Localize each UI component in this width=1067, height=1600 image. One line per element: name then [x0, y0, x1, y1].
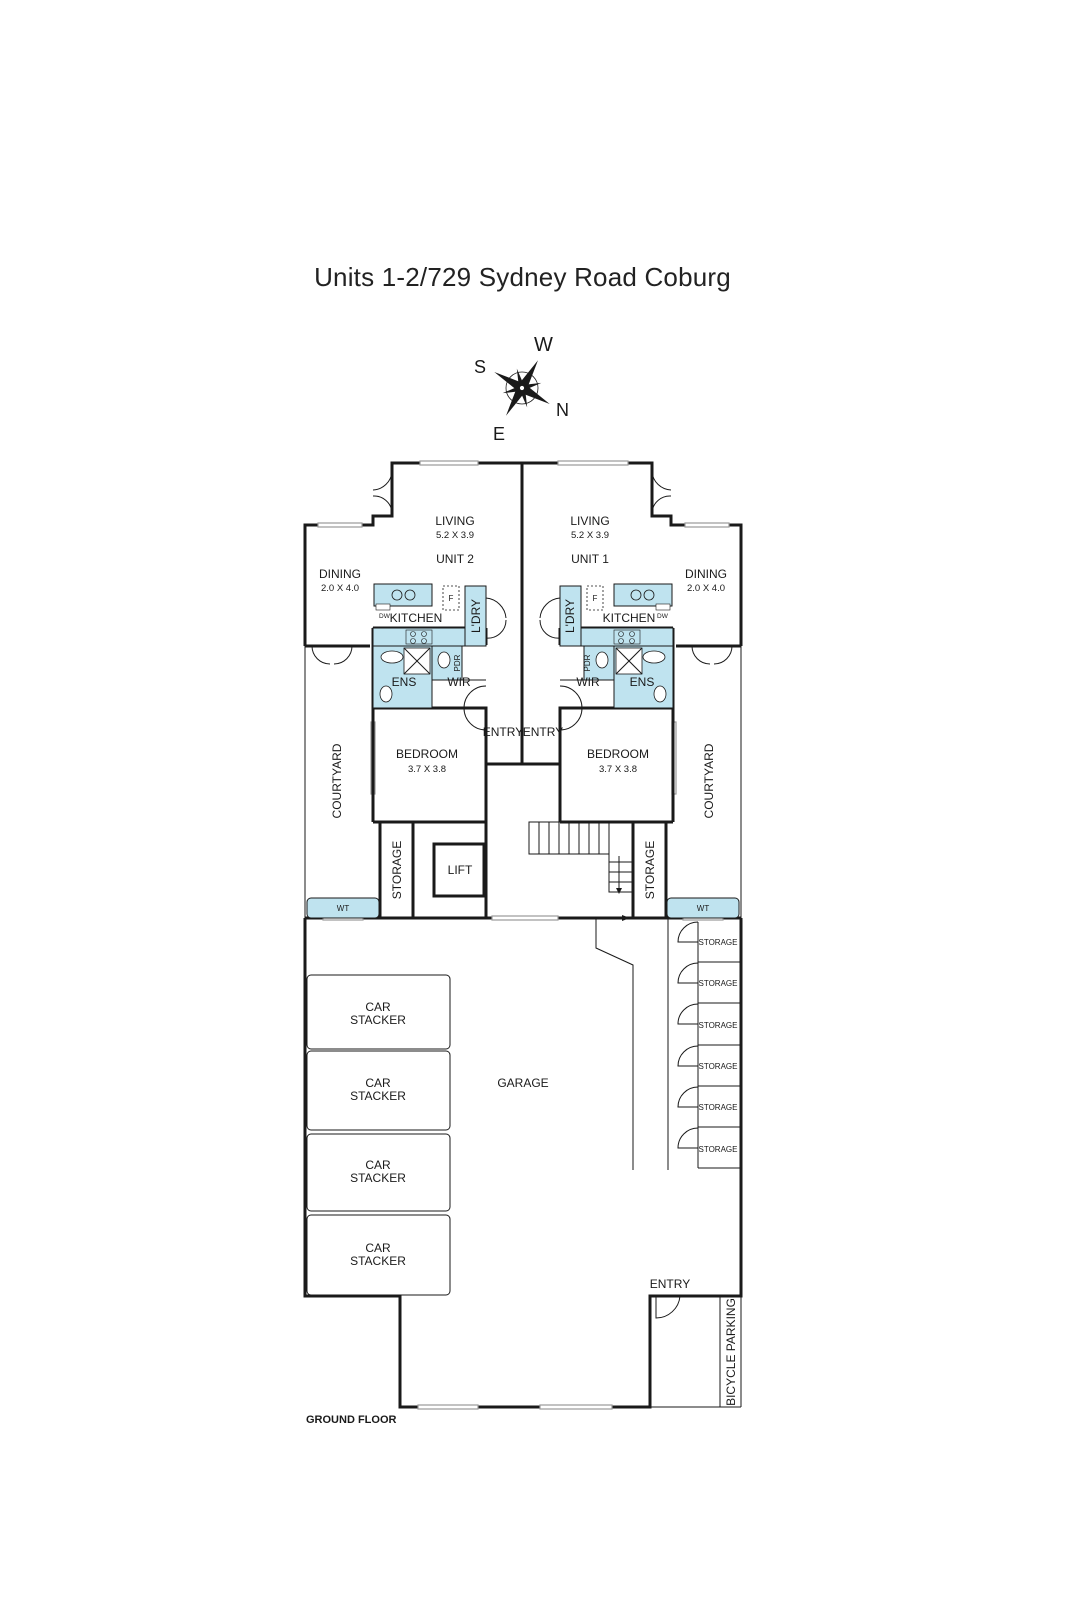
unit1-kitchen-label: KITCHEN	[603, 611, 656, 625]
unit1-living-dim: 5.2 X 3.9	[571, 530, 609, 541]
compass-rose-icon	[494, 360, 550, 416]
unit2-dining-dim: 2.0 X 4.0	[321, 583, 359, 594]
car-stacker-2-line1: CAR	[365, 1076, 391, 1090]
unit-2	[305, 583, 522, 918]
lift-label: LIFT	[448, 863, 473, 877]
water-tank-left	[306, 897, 380, 919]
car-stacker-3-line1: CAR	[365, 1158, 391, 1172]
unit2-bedroom-dim: 3.7 X 3.8	[408, 764, 446, 775]
storage-cage-3-label: STORAGE	[699, 1021, 738, 1030]
unit1-courtyard-label: COURTYARD	[702, 743, 716, 818]
unit1-laundry-label: L'DRY	[563, 599, 577, 633]
compass-n: N	[556, 400, 569, 420]
unit1-living-label: LIVING	[570, 514, 609, 528]
unit2-courtyard-label: COURTYARD	[330, 743, 344, 818]
garage-entry-label: ENTRY	[650, 1277, 690, 1291]
living-doors	[311, 471, 733, 665]
storage-cage-5-label: STORAGE	[699, 1103, 738, 1112]
compass-e: E	[493, 424, 505, 444]
storage-cage-4-label: STORAGE	[699, 1062, 738, 1071]
unit2-fridge-label: F	[449, 594, 454, 603]
storage-cages	[677, 921, 741, 1169]
unit1-pdr-label: PDR	[583, 654, 592, 671]
unit2-ens-label: ENS	[392, 675, 417, 689]
unit1-wir-label: WIR	[576, 675, 600, 689]
unit2-kitchen-label: KITCHEN	[390, 611, 443, 625]
unit1-bedroom-dim: 3.7 X 3.8	[599, 764, 637, 775]
unit-1	[528, 583, 741, 918]
water-tank-right	[666, 897, 740, 919]
car-stacker-1-line2: STACKER	[350, 1013, 406, 1027]
unit1-fridge-label: F	[593, 594, 598, 603]
compass-w: W	[534, 334, 553, 356]
unit2-living-dim: 5.2 X 3.9	[436, 530, 474, 541]
unit1-wt-label: WT	[697, 904, 710, 913]
unit2-name: UNIT 2	[436, 552, 474, 566]
car-stacker-1-line1: CAR	[365, 1000, 391, 1014]
car-stackers	[306, 974, 451, 1296]
storage-cage-6-label: STORAGE	[699, 1145, 738, 1154]
floor-label: GROUND FLOOR	[306, 1414, 396, 1426]
unit1-dining-dim: 2.0 X 4.0	[687, 583, 725, 594]
unit1-name: UNIT 1	[571, 552, 609, 566]
garage-label: GARAGE	[497, 1076, 548, 1090]
garage-entry-door	[648, 1295, 721, 1407]
car-stacker-4-line2: STACKER	[350, 1254, 406, 1268]
storage-cage-2-label: STORAGE	[699, 979, 738, 988]
bicycle-parking-label: BICYCLE PARKING	[724, 1298, 738, 1406]
unit2-entry-label: ENTRY	[483, 725, 523, 739]
unit2-dw-label: DW	[379, 613, 391, 620]
unit1-storage-label: STORAGE	[643, 841, 657, 899]
unit2-wt-label: WT	[337, 904, 350, 913]
common-core	[413, 821, 669, 1170]
unit2-pdr-label: PDR	[453, 654, 462, 671]
unit2-storage-label: STORAGE	[390, 841, 404, 899]
unit1-entry-label: ENTRY	[523, 725, 563, 739]
unit2-wir-label: WIR	[447, 675, 471, 689]
car-stacker-2-line2: STACKER	[350, 1089, 406, 1103]
unit2-dining-label: DINING	[319, 567, 361, 581]
car-stacker-4-line1: CAR	[365, 1241, 391, 1255]
compass-s: S	[474, 357, 486, 377]
unit1-ens-label: ENS	[630, 675, 655, 689]
unit2-living-label: LIVING	[435, 514, 474, 528]
storage-cage-1-label: STORAGE	[699, 938, 738, 947]
unit1-bedroom-label: BEDROOM	[587, 747, 649, 761]
unit1-dw-label: DW	[657, 613, 669, 620]
unit1-dining-label: DINING	[685, 567, 727, 581]
plan-title: Units 1-2/729 Sydney Road Coburg	[314, 262, 731, 292]
car-stacker-3-line2: STACKER	[350, 1171, 406, 1185]
unit2-laundry-label: L'DRY	[469, 599, 483, 633]
unit2-bedroom-label: BEDROOM	[396, 747, 458, 761]
